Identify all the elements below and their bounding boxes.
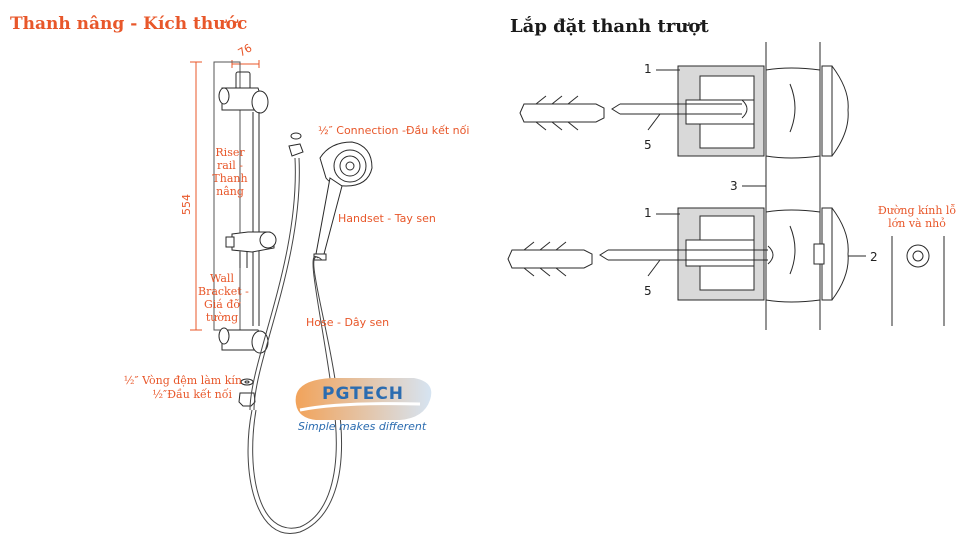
logo-tagline: Simple makes different xyxy=(298,420,427,433)
callout-5-top: 5 xyxy=(644,138,652,152)
hole-diameter-line-1: Đường kính lỗ xyxy=(877,204,957,217)
riser-rail-drawing xyxy=(190,60,373,534)
dim-height: 554 xyxy=(180,194,193,215)
riser-rail-line-4: nâng xyxy=(216,185,244,198)
callout-1-top: 1 xyxy=(644,62,652,76)
hole-diameter-line-2: lớn và nhỏ xyxy=(888,217,946,230)
logo-name: PGTECH xyxy=(322,384,405,404)
wall-bracket-label: Wall Bracket - Giá đỡ tường xyxy=(198,272,249,324)
washer-label: ½″ Vòng đệm làm kín xyxy=(123,374,242,387)
wall-bracket-line-3: Giá đỡ xyxy=(203,298,241,311)
left-title: Thanh nâng - Kích thước xyxy=(10,14,248,34)
callout-1-bottom: 1 xyxy=(644,206,652,220)
connection-label: ½″ Connection -Đầu kết nối xyxy=(318,124,470,137)
right-title: Lắp đặt thanh trượt xyxy=(510,16,709,37)
callout-3: 3 xyxy=(730,179,738,193)
connector-label: ½″Đầu kết nối xyxy=(152,388,232,401)
hose-label: Hose - Dây sen xyxy=(306,316,390,329)
riser-rail-line-3: Thanh xyxy=(212,172,248,185)
riser-rail-label: Riser rail - Thanh nâng xyxy=(207,146,253,198)
pgtech-logo-mark xyxy=(295,378,432,420)
riser-rail-line-1: Riser xyxy=(215,146,245,159)
riser-rail-line-2: rail - xyxy=(216,159,244,172)
handset-label: Handset - Tay sen xyxy=(338,212,436,225)
wall-bracket-line-4: tường xyxy=(205,311,239,324)
wall-bracket-line-2: Bracket - xyxy=(198,285,249,298)
callout-5-bottom: 5 xyxy=(644,284,652,298)
callout-2: 2 xyxy=(870,250,878,264)
wall-bracket-line-1: Wall xyxy=(210,272,234,285)
installation-drawing xyxy=(507,42,945,330)
hole-diameter-label: Đường kính lỗ lớn và nhỏ xyxy=(868,204,966,230)
